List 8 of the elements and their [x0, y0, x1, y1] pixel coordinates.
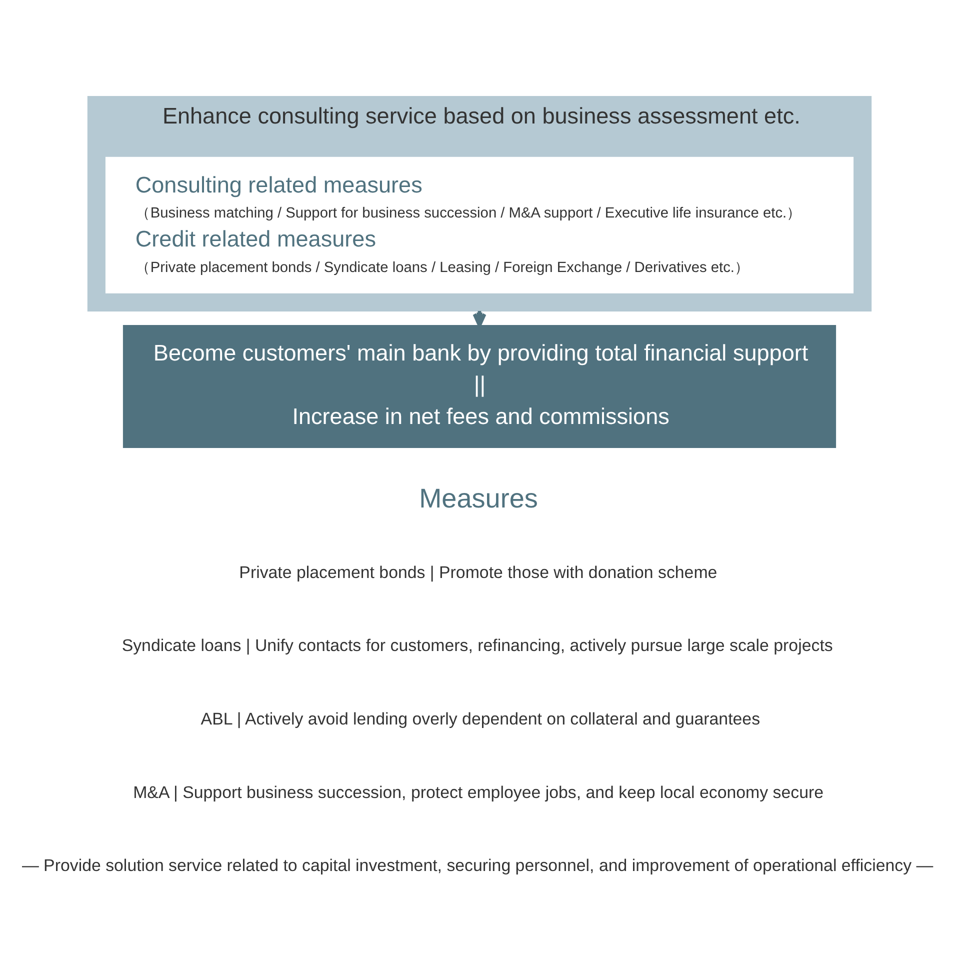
label: M&A | Support business succession, protect employee jobs, and keep local economy secure [133, 782, 824, 802]
label: ABL | Actively avoid lending overly dependent on collateral and guarantees [200, 709, 760, 728]
label: — Provide solution service related to capital investment, securing personnel, and improvement of operational efficiency — [22, 856, 934, 876]
label: Syndicate loans | Unify contacts for customers, refinancing, actively pursue large scale projects [122, 636, 833, 656]
node-box: Consulting related measures （Business matching / Support for business succession / M&A support / Executive life insurance etc.） Credit related measures （Private placement bonds / Syndicate loans / Leasing / Foreign Exchange / Derivatives etc.） [105, 156, 854, 294]
label: Private placement bonds | Promote those with donation scheme [239, 562, 718, 582]
node-box: Become customers' main bank by providing total financial support || Increase in net fees and commissions [122, 325, 836, 448]
label: Measures [419, 482, 538, 514]
